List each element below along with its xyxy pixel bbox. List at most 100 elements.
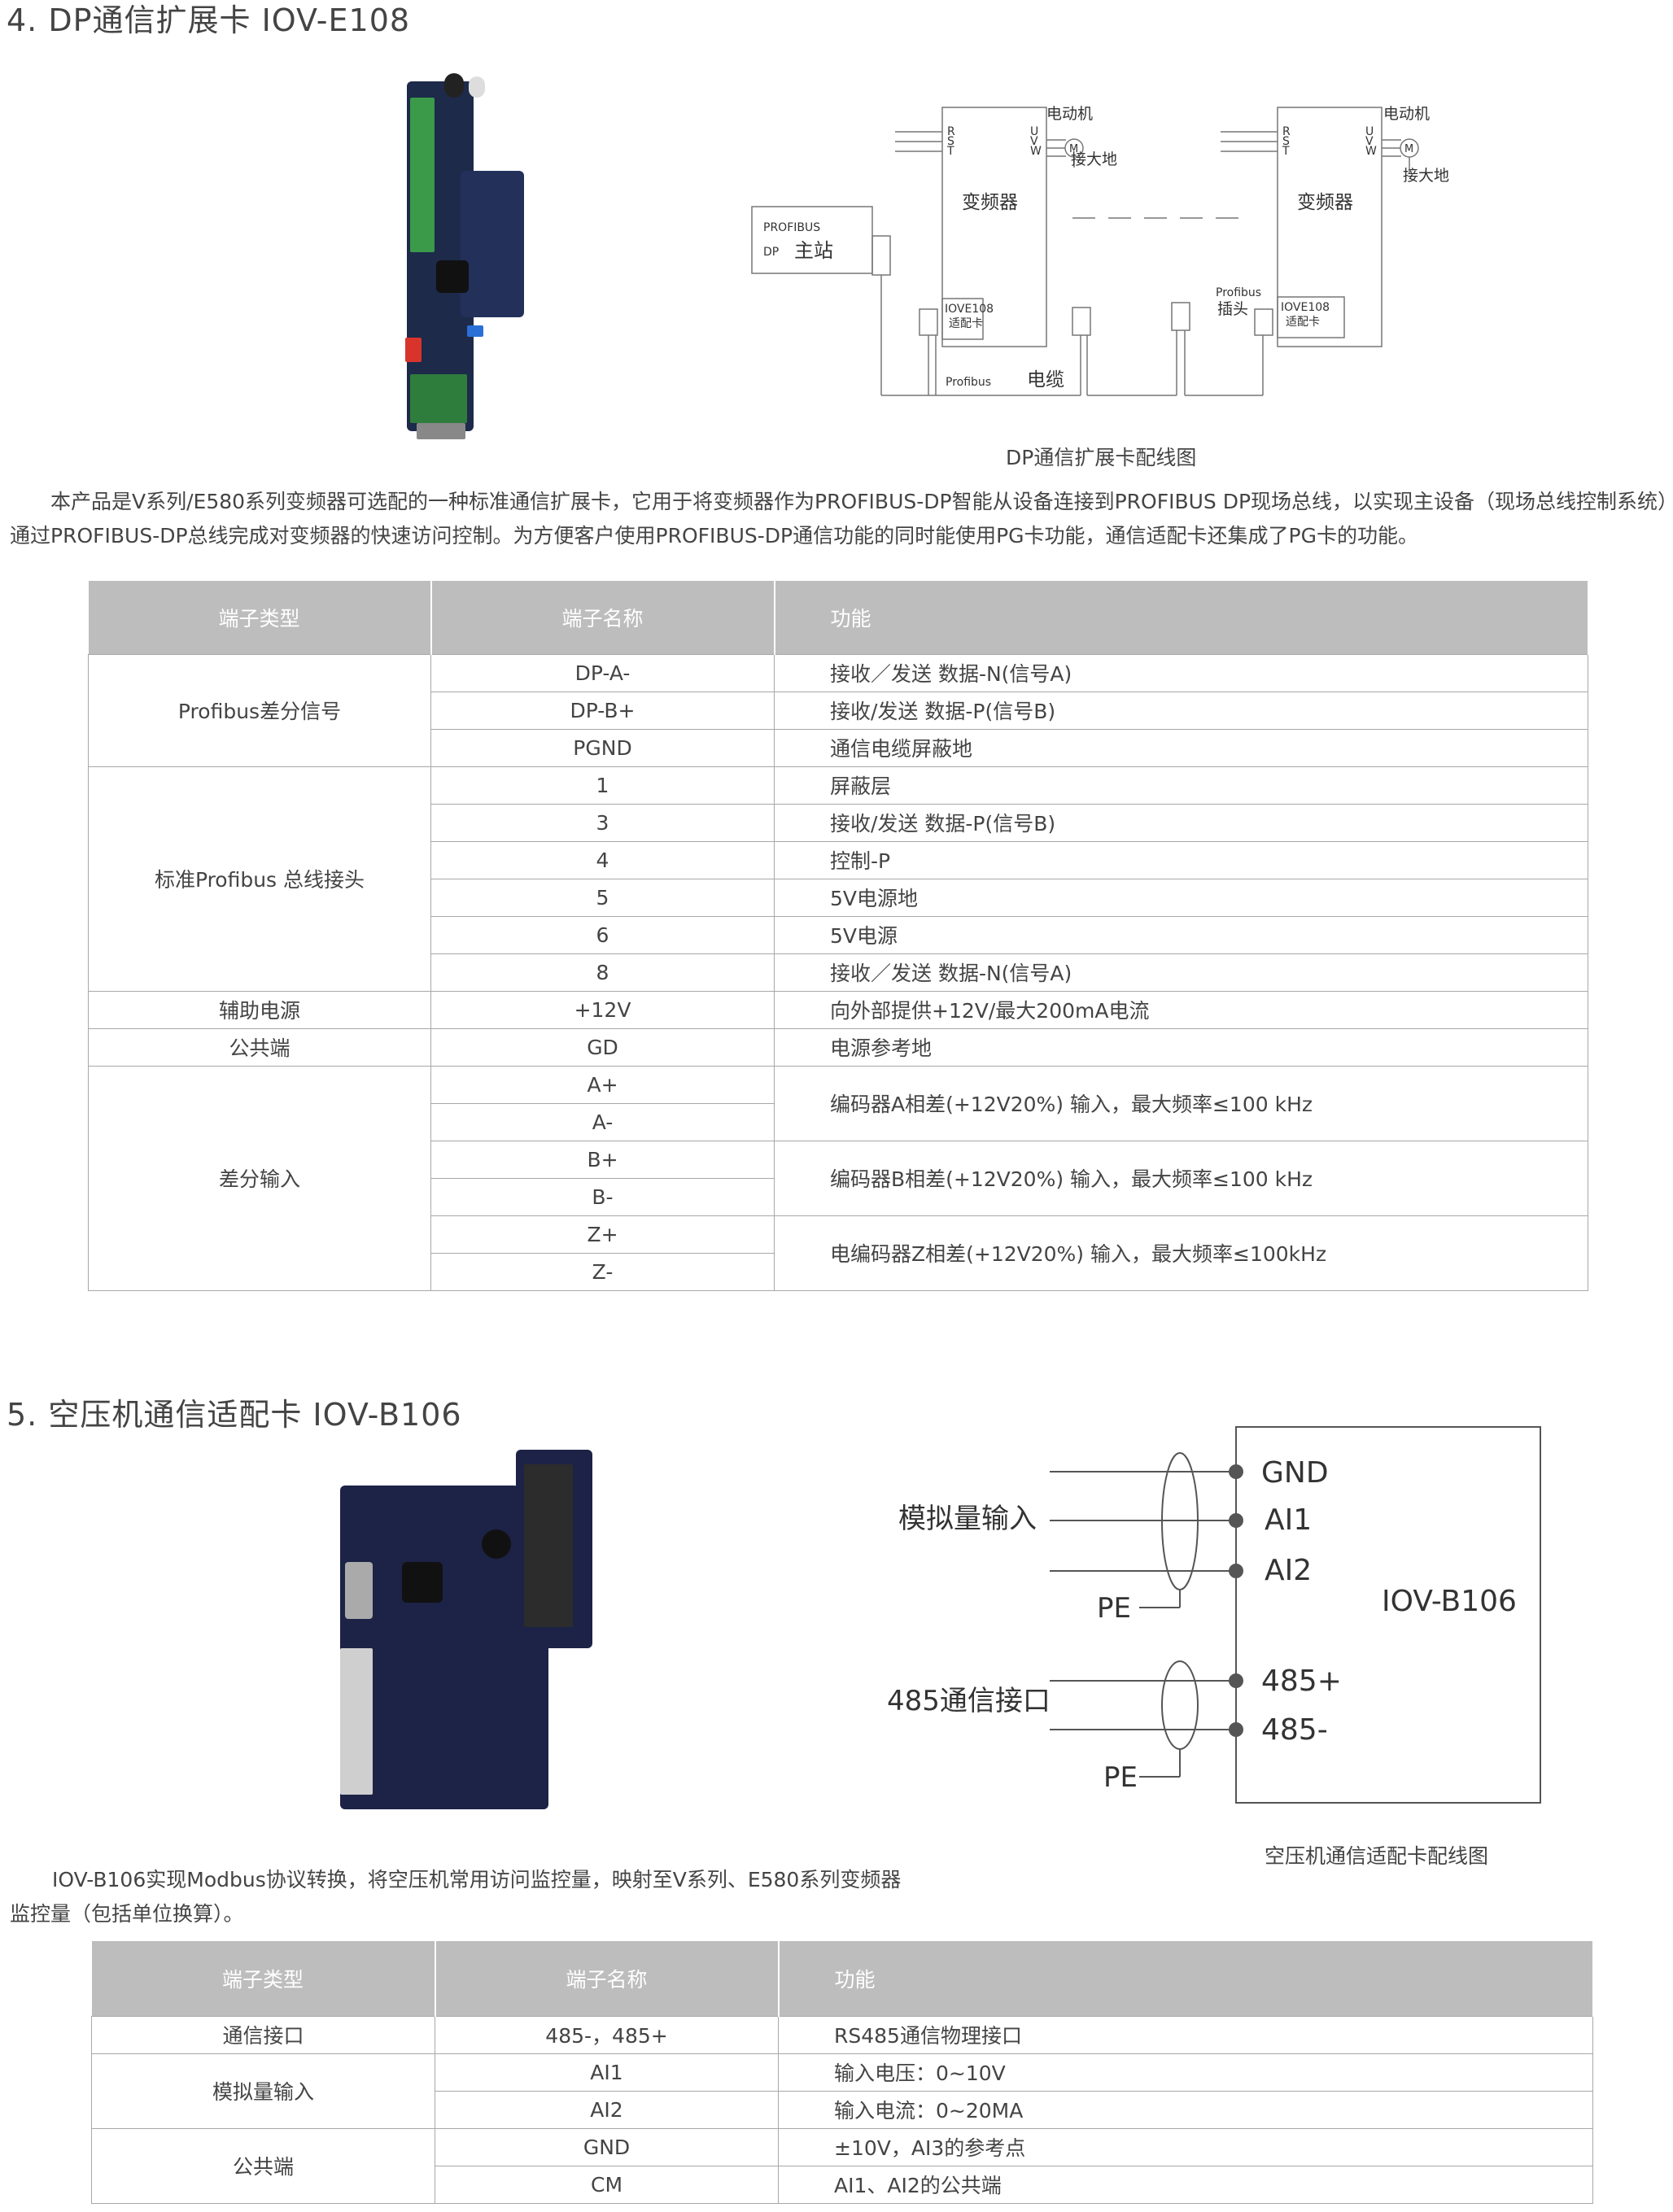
terminal-name-cell: +12V <box>430 990 775 1029</box>
motor-2-label: 电动机 <box>1383 105 1430 123</box>
header-terminal-name: 端子名称 <box>430 581 775 654</box>
dp-wiring-diagram: 电动机 电动机 R S T U V W R S T U V W M M 接大地 … <box>751 105 1449 396</box>
function-cell: RS485通信物理接口 <box>778 2015 1593 2054</box>
terminal-type-cell: 标准Profibus 总线接头 <box>88 766 431 992</box>
uvw-u-2: U <box>1365 125 1374 138</box>
function-cell: 向外部提供+12V/最大200mA电流 <box>774 990 1588 1029</box>
function-cell: 5V电源 <box>774 915 1588 954</box>
terminal-type-cell: 模拟量输入 <box>91 2053 435 2129</box>
terminal-name-cell: AI1 <box>435 2053 779 2092</box>
terminal-name-cell: 485-，485+ <box>435 2015 779 2054</box>
terminal-name-cell: Z+ <box>430 1215 775 1254</box>
terminal-name-cell: 3 <box>430 803 775 842</box>
rst-s: S <box>947 135 954 148</box>
section-5-title: 5. 空压机通信适配卡 IOV-B106 <box>7 1397 462 1433</box>
header-terminal-type: 端子类型 <box>88 581 432 654</box>
terminal-name-cell: PGND <box>430 728 775 767</box>
section-4-title: 4. DP通信扩展卡 IOV-E108 <box>7 2 411 38</box>
function-cell: 电编码器Z相差(+12V20%) 输入，最大频率≤100kHz <box>774 1215 1588 1291</box>
terminal-type-cell: Profibus差分信号 <box>88 653 431 767</box>
cable-label: 电缆 <box>1027 369 1064 390</box>
dp-description: 本产品是V系列/E580系列变频器可选配的一种标准通信扩展卡，它用于将变频器作为… <box>10 490 1668 548</box>
b106-card-photo <box>337 1448 597 1814</box>
terminal-type-cell: 公共端 <box>91 2127 435 2204</box>
plug-line-2: 插头 <box>1217 300 1248 318</box>
terminal-type-cell: 差分输入 <box>88 1065 431 1291</box>
uvw-v-2: V <box>1365 135 1374 148</box>
dp-diagram-caption: DP通信扩展卡配线图 <box>1006 446 1197 469</box>
function-cell: AI1、AI2的公共端 <box>778 2165 1593 2204</box>
terminal-type-cell: 公共端 <box>88 1027 431 1067</box>
analog-input-label: 模拟量输入 <box>898 1503 1037 1535</box>
terminal-name-cell: 6 <box>430 915 775 954</box>
card-2-line-2: 适配卡 <box>1286 316 1320 329</box>
motor-1-label: 电动机 <box>1046 105 1093 123</box>
rst-r-2: R <box>1282 125 1291 138</box>
function-cell: 5V电源地 <box>774 878 1588 917</box>
uvw-v: V <box>1030 135 1038 148</box>
terminal-name-cell: B+ <box>430 1140 775 1179</box>
dp-terminal-table: 端子类型 端子名称 功能 Profibus差分信号 DP-A- 接收／发送 数据… <box>88 581 1589 1291</box>
function-cell: 编码器B相差(+12V20%) 输入，最大频率≤100 kHz <box>774 1140 1588 1216</box>
motor-m-1: M <box>1069 143 1078 155</box>
pe-label-2: PE <box>1103 1761 1138 1794</box>
function-cell: 输入电流：0~20MA <box>778 2090 1593 2129</box>
function-cell: 接收/发送 数据-P(信号B) <box>774 691 1588 730</box>
card-2-line-1: IOVE108 <box>1281 301 1330 314</box>
card-1-line-2: 适配卡 <box>949 317 983 330</box>
terminal-name-cell: DP-A- <box>430 653 775 692</box>
terminal-name-cell: AI2 <box>435 2090 779 2129</box>
terminal-type-cell: 辅助电源 <box>88 990 431 1029</box>
ai1-terminal-label: AI1 <box>1265 1503 1312 1537</box>
ground-2-label: 接大地 <box>1403 167 1449 185</box>
terminal-name-cell: GD <box>430 1027 775 1067</box>
master-label: 主站 <box>794 239 833 262</box>
card-1-line-1: IOVE108 <box>945 303 994 316</box>
b106-terminal-table: 端子类型 端子名称 功能 通信接口 485-，485+ RS485通信物理接口 … <box>91 1941 1594 2204</box>
function-cell: 接收／发送 数据-N(信号A) <box>774 953 1588 992</box>
rst-t: T <box>946 145 954 158</box>
master-line-1: PROFIBUS <box>763 221 820 234</box>
terminal-name-cell: 1 <box>430 766 775 805</box>
rst-s-2: S <box>1282 135 1290 148</box>
cable-prefix: Profibus <box>946 376 991 389</box>
device-label: IOV-B106 <box>1382 1585 1517 1618</box>
plug-line-1: Profibus <box>1216 286 1261 299</box>
rs485-minus-terminal-label: 485- <box>1261 1713 1328 1747</box>
motor-m-2: M <box>1404 143 1413 155</box>
b106-wiring-diagram: 模拟量输入 485通信接口 PE PE GND AI1 AI2 485+ 485… <box>887 1426 1541 1804</box>
terminal-name-cell: CM <box>435 2165 779 2204</box>
header-terminal-type: 端子类型 <box>91 1941 436 2016</box>
pe-label-1: PE <box>1097 1592 1131 1625</box>
terminal-name-cell: 8 <box>430 953 775 992</box>
terminal-type-cell: 通信接口 <box>91 2015 435 2054</box>
uvw-u: U <box>1030 125 1038 138</box>
ai2-terminal-label: AI2 <box>1265 1554 1312 1587</box>
master-line-2: DP <box>763 246 779 259</box>
function-cell: 输入电压：0~10V <box>778 2053 1593 2092</box>
terminal-name-cell: 4 <box>430 840 775 879</box>
uvw-w-2: W <box>1365 145 1377 158</box>
ground-1-label: 接大地 <box>1071 151 1117 168</box>
inverter-2-label: 变频器 <box>1297 192 1353 213</box>
b106-diagram-caption: 空压机通信适配卡配线图 <box>1265 1844 1489 1868</box>
terminal-name-cell: GND <box>435 2127 779 2166</box>
terminal-name-cell: B- <box>430 1177 775 1216</box>
terminal-name-cell: A- <box>430 1102 775 1141</box>
function-cell: 接收／发送 数据-N(信号A) <box>774 653 1588 692</box>
terminal-name-cell: 5 <box>430 878 775 917</box>
comm-port-label: 485通信接口 <box>887 1685 1051 1717</box>
rs485-plus-terminal-label: 485+ <box>1261 1664 1342 1698</box>
function-cell: 接收/发送 数据-P(信号B) <box>774 803 1588 842</box>
header-function: 功能 <box>778 1941 1594 2016</box>
function-cell: 编码器A相差(+12V20%) 输入，最大频率≤100 kHz <box>774 1065 1588 1141</box>
rst-r: R <box>947 125 955 138</box>
function-cell: ±10V，AI3的参考点 <box>778 2127 1593 2166</box>
function-cell: 电源参考地 <box>774 1027 1588 1067</box>
inverter-1-label: 变频器 <box>962 192 1018 213</box>
terminal-name-cell: A+ <box>430 1065 775 1104</box>
function-cell: 通信电缆屏蔽地 <box>774 728 1588 767</box>
terminal-name-cell: DP-B+ <box>430 691 775 730</box>
uvw-w: W <box>1030 145 1042 158</box>
header-terminal-name: 端子名称 <box>435 1941 780 2016</box>
